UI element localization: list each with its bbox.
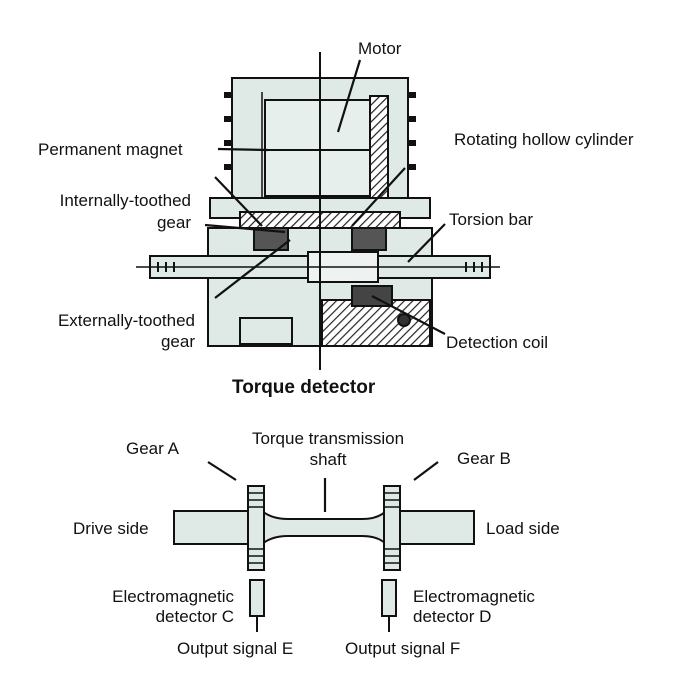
label-load-side: Load side: [486, 519, 560, 538]
label-gear-b: Gear B: [457, 449, 511, 468]
permanent-magnet: [369, 95, 389, 199]
label-internally-toothed-1: Internally-toothed: [59, 191, 191, 210]
label-gear-a: Gear A: [126, 439, 179, 458]
label-detection-coil: Detection coil: [446, 333, 549, 352]
torque-detector-title: Torque detector: [232, 377, 376, 398]
cooling-fins: [224, 92, 416, 170]
lower-left-window: [239, 317, 293, 345]
label-internally-toothed-2: gear: [156, 213, 191, 232]
label-torque-shaft-2: shaft: [309, 450, 347, 469]
leader-lines-bottom: [207, 461, 439, 512]
shaft-schematic: [173, 485, 475, 632]
gear-b: [383, 485, 401, 571]
label-externally-toothed-1: Externally-toothed: [57, 311, 195, 330]
label-detector-d-1: Electromagnetic: [413, 587, 535, 606]
label-motor: Motor: [358, 39, 402, 58]
label-drive-side: Drive side: [73, 519, 149, 538]
torque-shaft: [261, 508, 387, 547]
gear-right: [351, 227, 387, 251]
torque-detector-drawing: [136, 52, 500, 370]
label-rotating-hollow-cylinder: Rotating hollow cylinder: [454, 130, 634, 149]
label-output-f: Output signal F: [345, 639, 461, 658]
label-detector-c-2: detector C: [155, 607, 234, 626]
label-detector-d-2: detector D: [413, 607, 492, 626]
load-side-shaft: [395, 510, 475, 545]
label-torque-shaft-1: Torque transmission: [251, 429, 405, 448]
detector-d: [381, 579, 397, 617]
drive-side-shaft: [173, 510, 253, 545]
label-torsion-bar: Torsion bar: [449, 210, 534, 229]
leader-lines-top: [204, 59, 446, 335]
detector-c: [249, 579, 265, 617]
gear-left: [253, 227, 289, 251]
label-detector-c-1: Electromagnetic: [112, 587, 234, 606]
gear-a: [247, 485, 265, 571]
label-externally-toothed-2: gear: [160, 332, 195, 351]
label-permanent-magnet: Permanent magnet: [38, 140, 183, 159]
label-output-e: Output signal E: [177, 639, 294, 658]
